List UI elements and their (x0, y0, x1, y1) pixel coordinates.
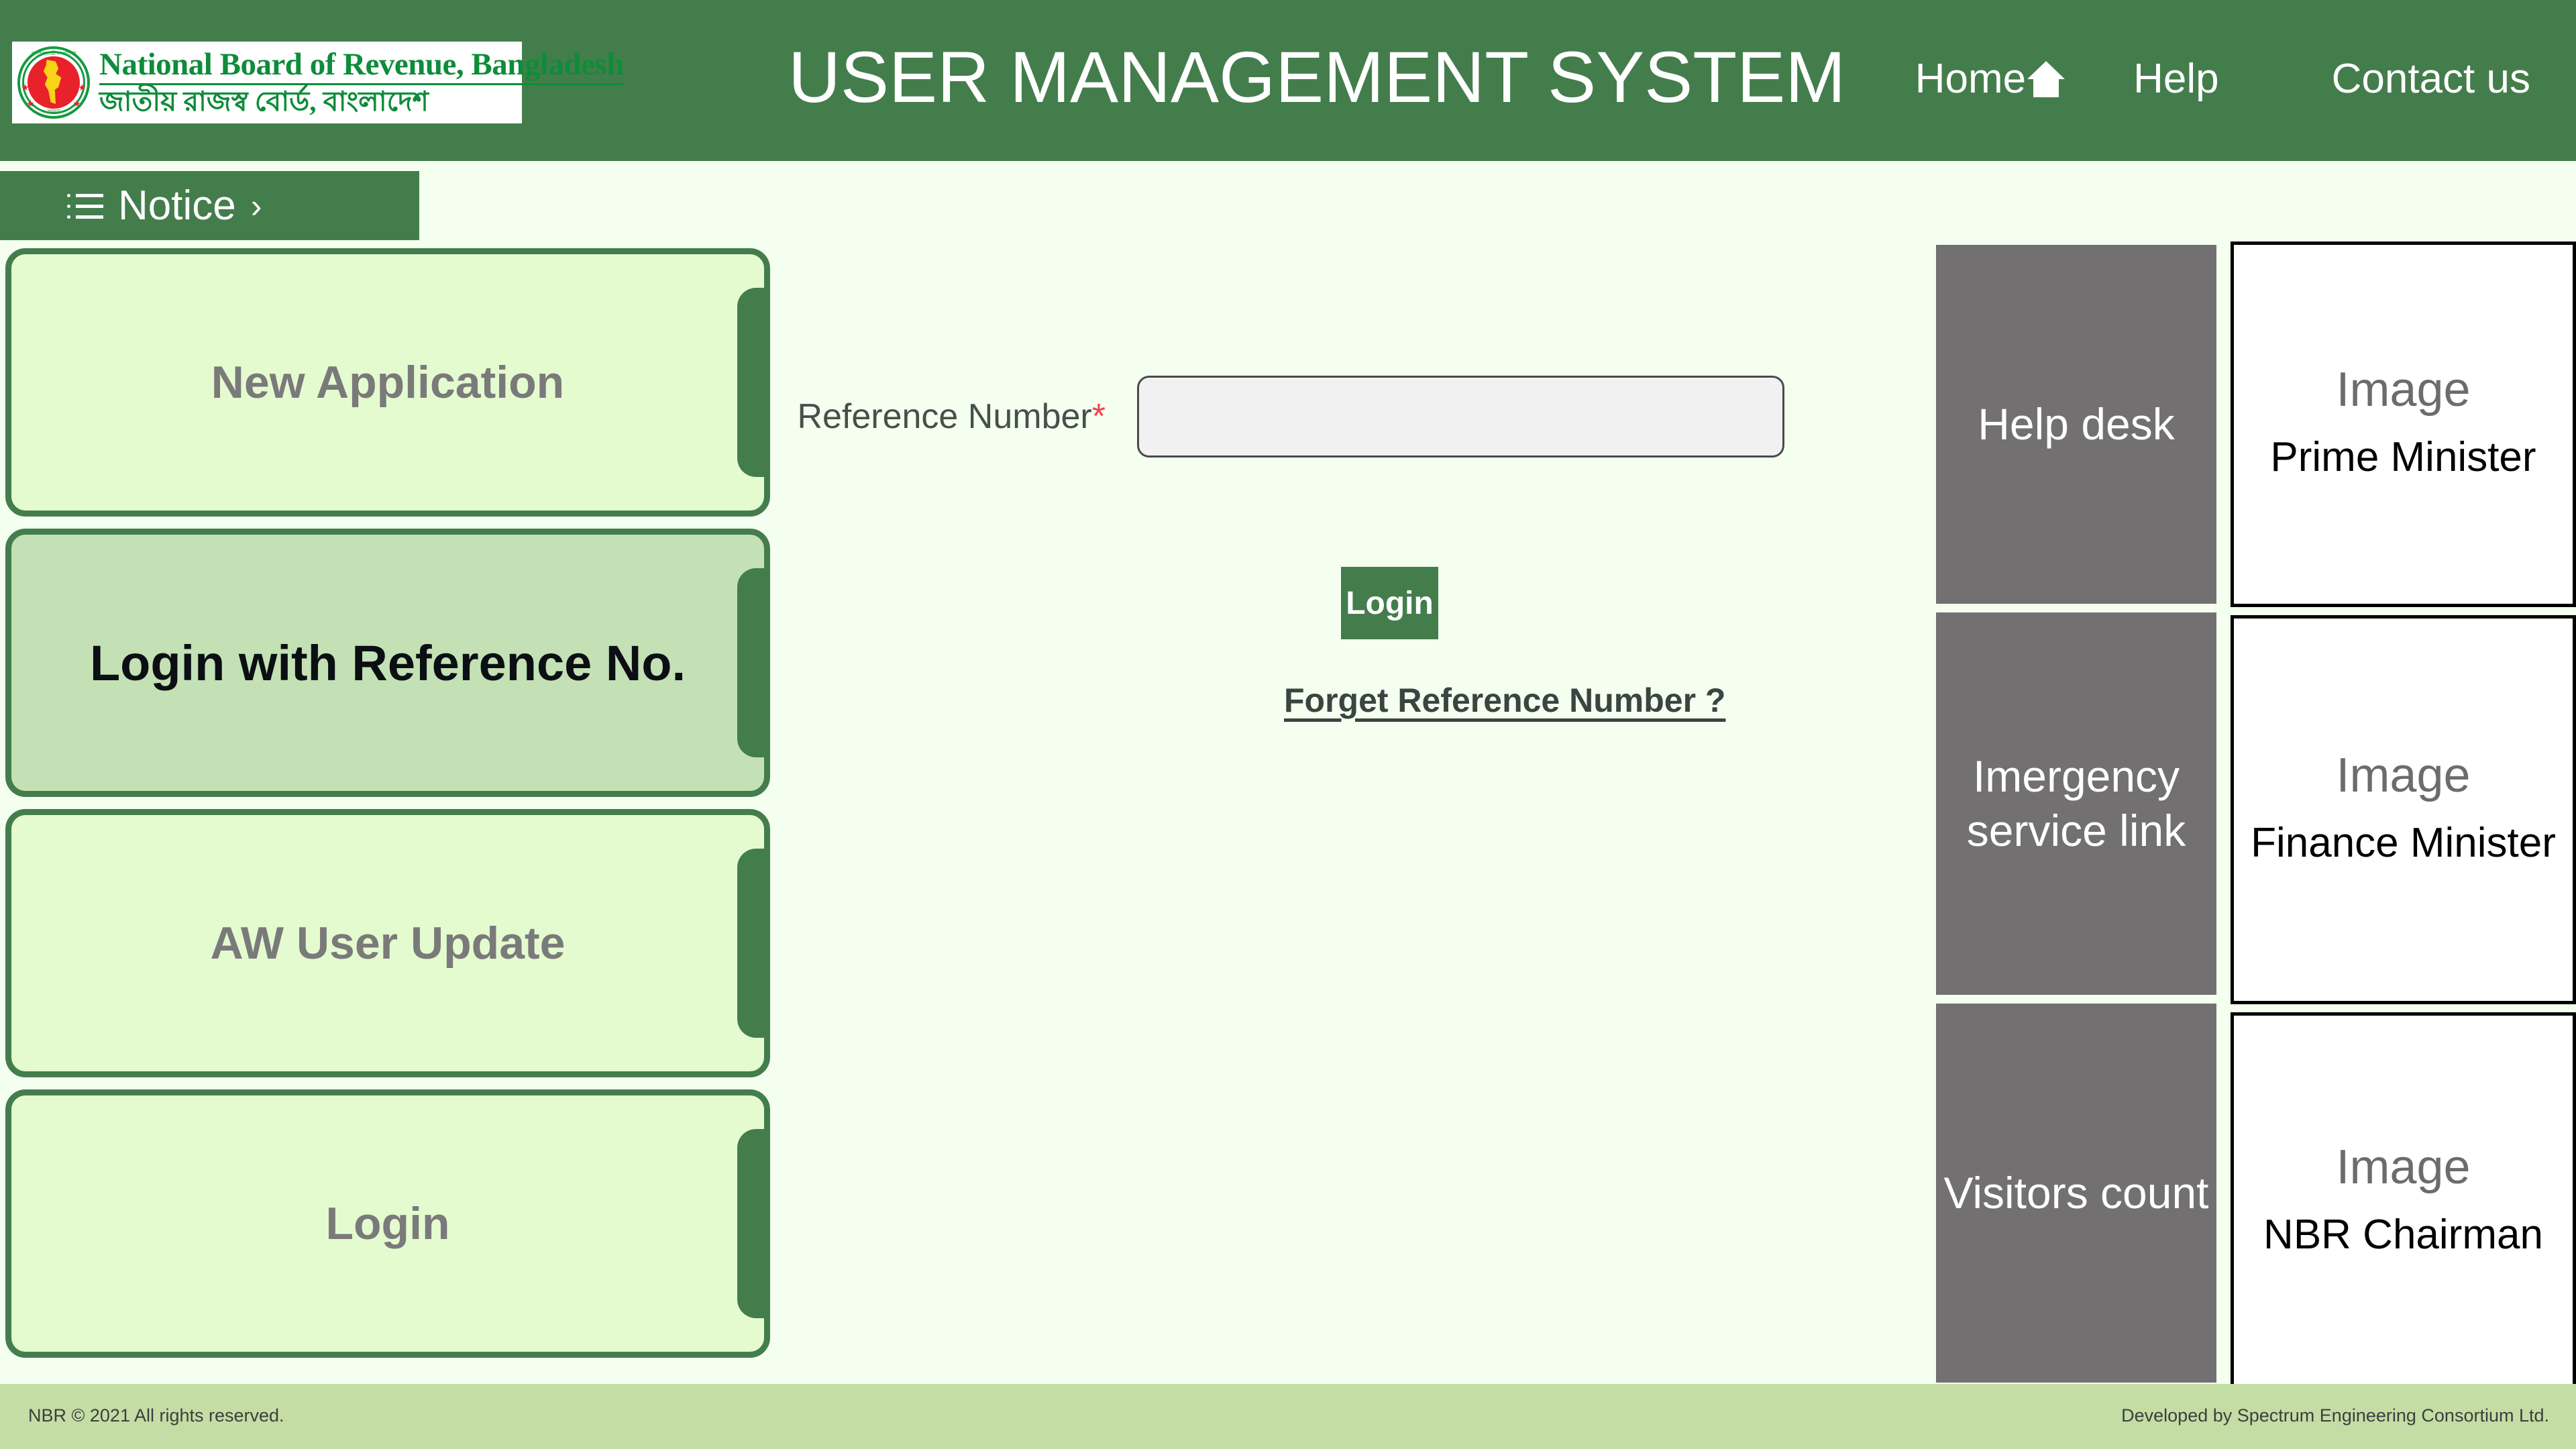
reference-number-row: Reference Number* (771, 376, 1912, 458)
image-placeholder: Image (2336, 1140, 2471, 1195)
developer-credit-text: Developed by Spectrum Engineering Consor… (2121, 1405, 2549, 1426)
visitors-count-card[interactable]: Visitors count (1936, 1004, 2216, 1383)
image-caption: Prime Minister (2270, 434, 2536, 481)
nbr-logo[interactable]: গণপ্রজাতন্ত্রী বাংলাদেশ সরকার National B… (12, 42, 624, 123)
required-asterisk: * (1091, 397, 1106, 436)
logo-english-text: National Board of Revenue, Bangladesh (99, 46, 624, 82)
nav-item-home[interactable]: Home (1915, 55, 2065, 103)
page-title: USER MANAGEMENT SYSTEM (788, 36, 1846, 117)
logo-bangla-text: জাতীয় রাজস্ব বোর্ড, বাংলাদেশ (99, 86, 429, 117)
notice-label: Notice (118, 182, 236, 229)
image-caption: NBR Chairman (2263, 1212, 2543, 1258)
image-placeholder: Image (2336, 363, 2471, 417)
list-icon (67, 191, 103, 221)
help-desk-card[interactable]: Help desk (1936, 245, 2216, 604)
officials-image-column: Image Prime Minister Image Finance Minis… (2231, 241, 2576, 1399)
bangladesh-emblem-icon: গণপ্রজাতন্ত্রী বাংলাদেশ সরকার (17, 46, 90, 119)
menu-item-login[interactable]: Login (5, 1089, 770, 1358)
image-card-prime-minister[interactable]: Image Prime Minister (2231, 241, 2576, 607)
service-links-column: Help desk Imergency service link Visitor… (1936, 245, 2216, 1391)
emblem-top-text: গণপ্রজাতন্ত্রী বাংলাদেশ (31, 50, 76, 56)
app-header: গণপ্রজাতন্ত্রী বাংলাদেশ সরকার National B… (0, 0, 2576, 161)
reference-number-label-text: Reference Number (797, 397, 1092, 436)
page-footer: NBR © 2021 All rights reserved. Develope… (0, 1384, 2576, 1449)
nav-item-contact-us[interactable]: Contact us (2331, 56, 2530, 102)
menu-item-accent-tab (737, 288, 764, 477)
image-caption: Finance Minister (2251, 819, 2556, 866)
reference-number-input[interactable] (1137, 376, 1784, 458)
emergency-service-link-card[interactable]: Imergency service link (1936, 612, 2216, 995)
home-icon (2027, 60, 2065, 97)
menu-item-new-application[interactable]: New Application (5, 248, 770, 517)
nav-home-label: Home (1915, 56, 2027, 102)
nav-item-help[interactable]: Help (2133, 56, 2219, 102)
image-placeholder: Image (2336, 748, 2471, 802)
image-card-finance-minister[interactable]: Image Finance Minister (2231, 615, 2576, 1004)
reference-number-label: Reference Number* (771, 396, 1107, 437)
menu-item-label: Login with Reference No. (89, 635, 686, 691)
menu-item-label: Login (325, 1198, 450, 1249)
image-card-nbr-chairman[interactable]: Image NBR Chairman (2231, 1012, 2576, 1391)
menu-item-accent-tab (737, 1129, 764, 1318)
logo-divider (99, 83, 624, 86)
login-form: Reference Number* Login Forget Reference… (771, 376, 1912, 719)
login-button[interactable]: Login (1341, 567, 1438, 639)
menu-item-accent-tab (737, 849, 764, 1038)
emblem-bottom-text: সরকার (46, 108, 61, 114)
menu-item-aw-user-update[interactable]: AW User Update (5, 809, 770, 1077)
menu-item-label: New Application (211, 357, 565, 408)
main-navigation: Home Help Contact us (1915, 55, 2576, 103)
copyright-text: NBR © 2021 All rights reserved. (28, 1405, 284, 1426)
left-menu: New Application Login with Reference No.… (5, 248, 770, 1370)
menu-item-label: AW User Update (210, 918, 566, 969)
forget-reference-number-link[interactable]: Forget Reference Number ? (1284, 682, 1726, 719)
notice-bar[interactable]: Notice › (0, 171, 419, 240)
menu-item-accent-tab (737, 568, 764, 757)
menu-item-login-with-reference-no[interactable]: Login with Reference No. (5, 529, 770, 797)
chevron-right-icon: › (250, 186, 262, 225)
